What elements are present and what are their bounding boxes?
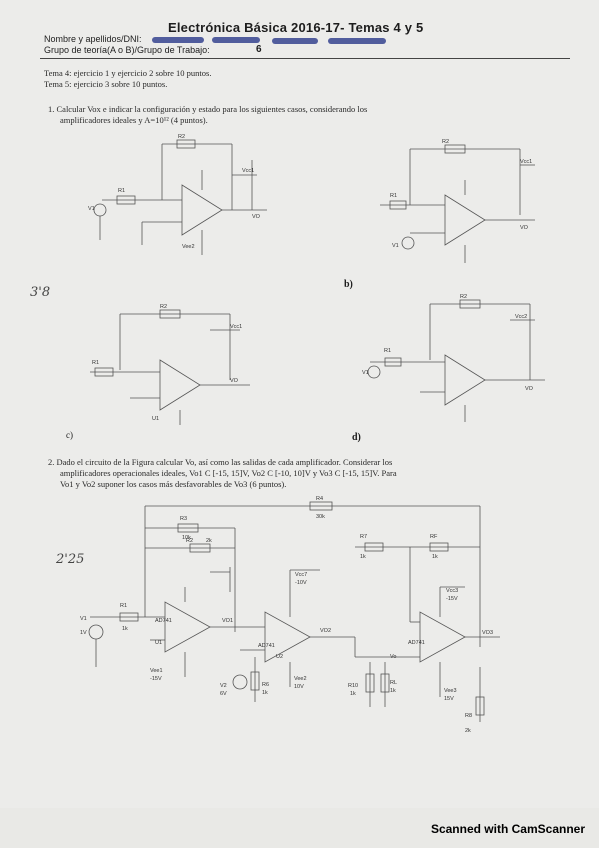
svg-text:VO: VO: [525, 386, 534, 392]
redaction-mark: [152, 37, 204, 43]
redaction-mark: [272, 38, 318, 44]
svg-text:Vee2: Vee2: [182, 244, 195, 250]
svg-text:Vcc7: Vcc7: [295, 572, 307, 578]
svg-text:Vee1: Vee1: [150, 668, 163, 674]
svg-text:R3: R3: [180, 516, 187, 522]
circuit-q2-labels: R4 30k R3 10k R2 2k R7 1k RF 1k R1 1k V1 1V AD7…: [80, 496, 493, 734]
svg-text:VO: VO: [230, 378, 239, 384]
svg-text:V1: V1: [80, 616, 87, 622]
svg-text:1V: 1V: [80, 630, 87, 636]
svg-text:-15V: -15V: [446, 596, 458, 602]
svg-text:VO2: VO2: [320, 628, 331, 634]
svg-text:Vcc1: Vcc1: [242, 168, 254, 174]
group-value: 6: [256, 44, 262, 55]
svg-text:V1: V1: [362, 370, 369, 376]
question2-text: Vo1 y Vo2 suponer los casos más desfavor…: [60, 479, 287, 489]
question1-text: 1. Calcular Vox e indicar la configuraci…: [48, 104, 368, 114]
svg-text:R8: R8: [465, 713, 472, 719]
group-label: Grupo de teoría(A o B)/Grupo de Trabajo:: [44, 45, 210, 55]
svg-text:1k: 1k: [360, 554, 366, 560]
svg-text:1k: 1k: [122, 626, 128, 632]
svg-text:VO: VO: [520, 225, 529, 231]
name-label: Nombre y apellidos/DNI:: [44, 34, 142, 44]
svg-text:R6: R6: [262, 682, 269, 688]
svg-text:R1: R1: [384, 348, 391, 354]
svg-text:R4: R4: [316, 496, 323, 502]
svg-text:2k: 2k: [465, 728, 471, 734]
svg-text:15V: 15V: [444, 696, 454, 702]
svg-text:Vee2: Vee2: [294, 676, 307, 682]
svg-text:AD741: AD741: [408, 640, 425, 646]
svg-text:Vcc2: Vcc2: [515, 314, 527, 320]
svg-text:R10: R10: [348, 683, 358, 689]
svg-text:1k: 1k: [262, 690, 268, 696]
scanned-page: Electrónica Básica 2016-17- Temas 4 y 5 …: [30, 20, 570, 734]
svg-text:Vee3: Vee3: [444, 688, 457, 694]
svg-text:RF: RF: [430, 534, 438, 540]
svg-text:R2: R2: [186, 538, 193, 544]
svg-text:U2: U2: [276, 654, 283, 660]
svg-text:VO: VO: [252, 214, 261, 220]
svg-text:R1: R1: [390, 193, 397, 199]
svg-text:10V: 10V: [294, 684, 304, 690]
svg-text:2k: 2k: [206, 538, 212, 544]
svg-text:R2: R2: [460, 294, 467, 300]
label-c: c): [66, 430, 73, 440]
svg-text:Vcc1: Vcc1: [520, 159, 532, 165]
svg-text:AD741: AD741: [258, 643, 275, 649]
svg-text:R2: R2: [160, 304, 167, 310]
margin-grade-q2: 2'25: [56, 552, 85, 567]
margin-grade-q1: 3'8: [30, 285, 51, 300]
circuit-q2: R4 30k R3 10k R2 2k R7 1k RF 1k R1 1k V1 1V AD7…: [80, 496, 500, 734]
instruction-line: Tema 5: ejercicio 3 sobre 10 puntos.: [44, 79, 168, 89]
redaction-mark: [212, 37, 260, 43]
svg-text:-10V: -10V: [295, 580, 307, 586]
header-divider: [40, 58, 570, 59]
svg-text:R7: R7: [360, 534, 367, 540]
svg-text:RL: RL: [390, 680, 397, 686]
svg-text:R1: R1: [92, 360, 99, 366]
svg-text:R2: R2: [442, 139, 449, 145]
svg-text:V2: V2: [220, 683, 227, 689]
svg-text:1k: 1k: [390, 688, 396, 694]
svg-text:1k: 1k: [350, 691, 356, 697]
svg-text:Vcc1: Vcc1: [230, 324, 242, 330]
svg-text:VO1: VO1: [222, 618, 233, 624]
svg-text:R1: R1: [118, 188, 125, 194]
page-title: Electrónica Básica 2016-17- Temas 4 y 5: [168, 20, 424, 35]
question2-text: amplificadores operacionales ideales, Vo…: [60, 468, 397, 478]
svg-text:AD741: AD741: [155, 618, 172, 624]
svg-text:R2: R2: [178, 134, 185, 140]
svg-text:VO3: VO3: [482, 630, 493, 636]
question2-text: 2. Dado el circuito de la Figura calcula…: [48, 457, 393, 467]
svg-text:-15V: -15V: [150, 676, 162, 682]
svg-text:V1: V1: [88, 206, 95, 212]
question1-text: amplificadores ideales y A=10¹² (4 punto…: [60, 115, 208, 125]
svg-text:R1: R1: [120, 603, 127, 609]
svg-text:10k: 10k: [182, 535, 191, 541]
svg-text:Vcc3: Vcc3: [446, 588, 458, 594]
svg-text:30k: 30k: [316, 514, 325, 520]
label-d: d): [352, 432, 361, 443]
redaction-mark: [328, 38, 386, 44]
svg-text:U1: U1: [155, 640, 162, 646]
svg-text:V1: V1: [392, 243, 399, 249]
svg-text:Vo: Vo: [390, 654, 396, 660]
svg-text:6V: 6V: [220, 691, 227, 697]
svg-text:1k: 1k: [432, 554, 438, 560]
svg-text:U1: U1: [152, 416, 159, 422]
label-b: b): [344, 279, 353, 290]
instruction-line: Tema 4: ejercicio 1 y ejercicio 2 sobre …: [44, 68, 212, 78]
scanner-watermark: Scanned with CamScanner: [430, 822, 585, 836]
